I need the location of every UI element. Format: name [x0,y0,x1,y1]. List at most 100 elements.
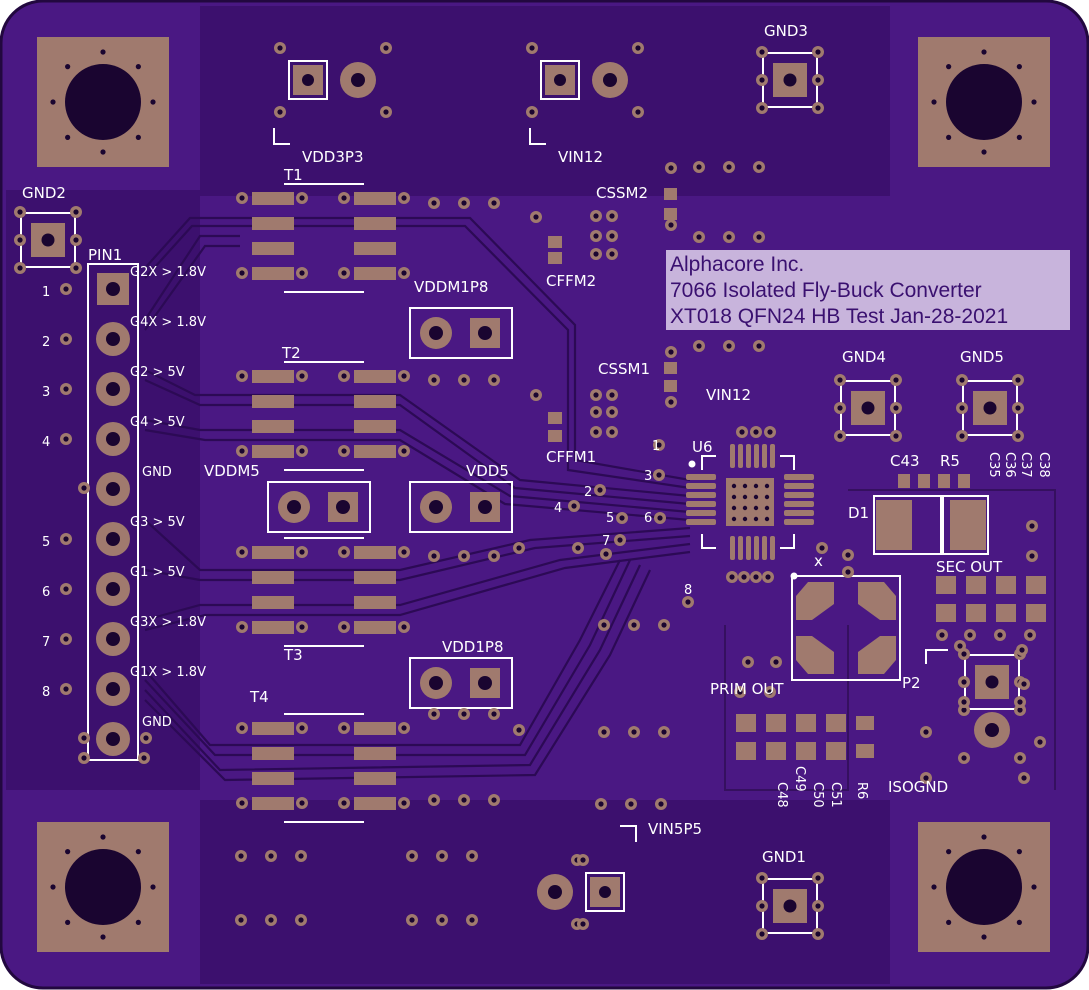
label-u6: U6 [692,438,713,456]
transformer-t2 [236,361,410,471]
label-vddm1p8: VDDM1P8 [414,278,488,296]
label-vdd1p8: VDD1P8 [442,638,504,656]
label-t2: T2 [281,344,301,362]
tp-number: 1 [652,439,660,454]
label-vddm5: VDDM5 [204,462,260,480]
label-c36: C36 [1002,452,1017,478]
label-isognd: ISOGND [888,778,948,796]
banner-line-1: Alphacore Inc. [670,253,804,276]
header-number: 2 [42,335,50,350]
chip-u6 [686,444,814,560]
label-c51: C51 [828,782,843,808]
header-pin1[interactable] [60,263,152,764]
label-c48: C48 [774,782,789,808]
header-number: 6 [42,585,50,600]
connector-vddm1p8[interactable] [409,307,513,359]
signal-label: G1 > 5V [130,565,185,580]
signal-label: G3 > 5V [130,515,185,530]
tp-number: 6 [644,511,652,526]
banner-line-2: 7066 Isolated Fly-Buck Converter [670,279,982,302]
cap-cffm1 [548,412,562,442]
label-t1: T1 [283,166,303,184]
label-c38: C38 [1036,452,1051,478]
banner-background [666,250,1070,330]
transformer-t3 [236,537,410,647]
connector-vdd1p8[interactable] [409,657,513,709]
connector-vdd3p3[interactable] [274,42,392,118]
label-vin12-mid: VIN12 [706,386,751,404]
connector-vin5p5[interactable] [537,854,625,930]
label-pin1: PIN1 [88,246,122,264]
tp-number: 4 [554,501,562,516]
connector-vin12-top[interactable] [526,42,644,118]
label-prim-out: PRIM OUT [710,680,784,698]
label-cffm2: CFFM2 [546,272,596,290]
via-group [235,161,1046,926]
mounting-hole-top-right [918,37,1050,167]
tp-number: 3 [644,469,652,484]
testpoint-isognd[interactable] [958,696,1026,764]
cap-c43-r5 [898,474,970,488]
testpoint-gnd1[interactable] [756,872,824,940]
label-r6: R6 [854,782,869,799]
label-c43: C43 [890,452,920,470]
label-vin12-top: VIN12 [558,148,603,166]
header-number: 8 [42,685,50,700]
cap-cffm2 [548,236,562,264]
label-gnd5: GND5 [960,348,1004,366]
cap-cssm1 [664,362,677,392]
signal-label: GND [142,465,172,480]
label-r5: R5 [940,452,960,470]
header-number: 3 [42,385,50,400]
primary-outline [724,625,849,791]
inductor-coupled [791,575,901,681]
mounting-hole-bottom-right [918,822,1050,952]
label-c37: C37 [1018,452,1033,478]
tp-number: 8 [684,583,692,598]
testpoint-gnd5[interactable] [956,374,1024,442]
label-t3: T3 [283,646,303,664]
label-c35: C35 [986,452,1001,478]
signal-label: G2 > 5V [130,365,185,380]
label-vin5p5: VIN5P5 [648,820,702,838]
label-t4: T4 [249,688,269,706]
label-gnd2: GND2 [22,184,66,202]
label-cffm1: CFFM1 [546,448,596,466]
label-d1: D1 [848,504,869,522]
testpoint-gnd3[interactable] [756,46,824,114]
tp-number: 7 [602,534,610,549]
testpoint-gnd4[interactable] [834,374,902,442]
pin1-dot-inductor [790,572,798,580]
tp-number: 5 [606,511,614,526]
mounting-hole-top-left [37,37,169,167]
sec-out-caps [936,576,1046,622]
label-gnd4: GND4 [842,348,886,366]
board-banner: Alphacore Inc. 7066 Isolated Fly-Buck Co… [666,250,1070,330]
label-x-mark: x [814,552,823,570]
label-vdd3p3: VDD3P3 [302,148,364,166]
connector-vddm5[interactable] [267,481,371,533]
diode-d1 [873,495,989,555]
transformer-t4 [236,713,410,823]
label-cssm1: CSSM1 [598,360,650,378]
signal-label: G4 > 5V [130,415,185,430]
signal-label: G2X > 1.8V [130,265,206,280]
signal-label: GND [142,715,172,730]
header-number: 4 [42,435,50,450]
label-gnd1: GND1 [762,848,806,866]
secondary-outline [848,489,1056,790]
header-number: 5 [42,535,50,550]
banner-line-3: XT018 QFN24 HB Test Jan-28-2021 [670,305,1008,328]
testpoint-gnd2[interactable] [14,206,82,274]
label-cssm2: CSSM2 [596,184,648,202]
label-p2: P2 [902,674,921,692]
pin1-dot-qfn [688,460,696,468]
trace-group [144,216,691,782]
signal-label: G3X > 1.8V [130,615,206,630]
tp-number: 2 [584,485,592,500]
copper-pour-top [200,6,890,196]
label-c49: C49 [792,766,807,792]
connector-vdd5[interactable] [409,481,513,533]
header-number: 1 [42,285,50,300]
